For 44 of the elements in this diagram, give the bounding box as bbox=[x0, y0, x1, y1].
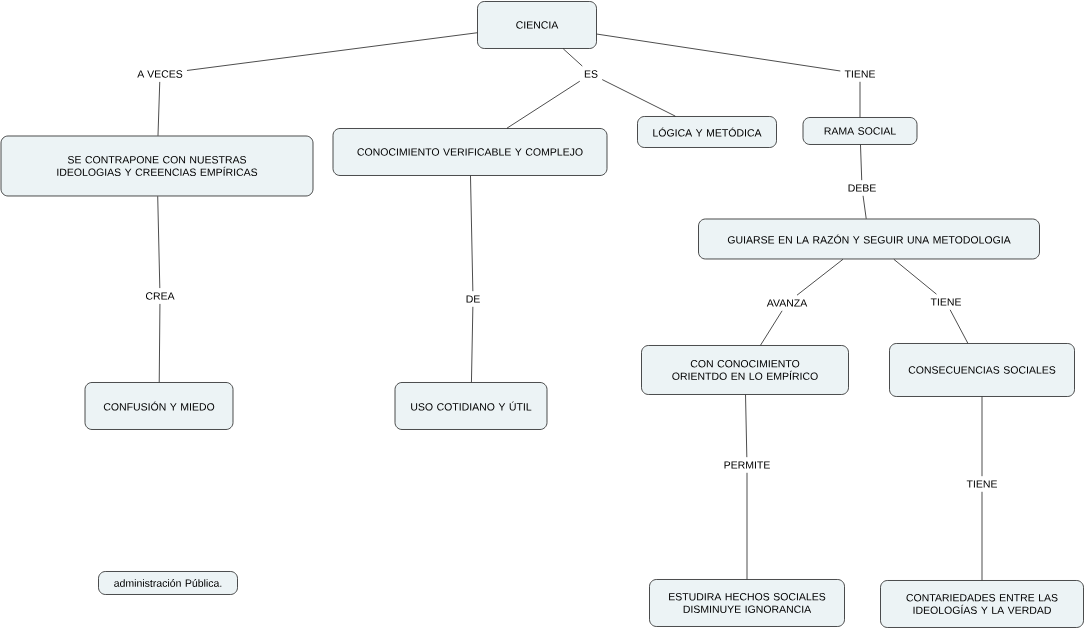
linking-phrase: DEBE bbox=[848, 184, 876, 192]
concept-box: ESTUDIRA HECHOS SOCIALES DISMINUYE IGNORANCIA bbox=[649, 579, 845, 627]
connector-line bbox=[601, 79, 676, 117]
connector-line bbox=[981, 396, 983, 477]
concept-box: CIENCIA bbox=[477, 1, 597, 49]
connector-line bbox=[157, 196, 161, 289]
connector-line bbox=[562, 48, 583, 67]
connector-line bbox=[596, 33, 841, 72]
connector-line bbox=[157, 81, 161, 136]
concept-box: CONSECUENCIAS SOCIALES bbox=[889, 343, 1075, 397]
linking-phrase: TIENE bbox=[844, 70, 875, 78]
linking-phrase: PERMITE bbox=[724, 461, 770, 469]
connector-line bbox=[949, 309, 969, 344]
linking-phrase: AVANZA bbox=[766, 299, 808, 307]
connector-line bbox=[746, 472, 748, 580]
connector-line bbox=[760, 310, 783, 346]
linking-phrase: ES bbox=[584, 70, 598, 78]
linking-phrase: CREA bbox=[145, 292, 175, 300]
concept-box: SE CONTRAPONE CON NUESTRAS IDEOLOGIAS Y CREENCIAS EMPÍRICAS bbox=[0, 135, 314, 197]
connector-line bbox=[893, 259, 937, 295]
connector-line bbox=[186, 32, 478, 71]
connector-line bbox=[471, 306, 474, 383]
concept-box: LÓGICA Y METÓDICA bbox=[637, 116, 777, 148]
concept-box: administración Pública. bbox=[98, 571, 238, 595]
concept-box: CONTARIEDADES ENTRE LAS IDEOLOGÍAS Y LA VERDAD bbox=[880, 580, 1084, 628]
linking-phrase: TIENE bbox=[966, 480, 997, 488]
concept-box: CONFUSIÓN Y MIEDO bbox=[84, 382, 234, 430]
concept-box: RAMA SOCIAL bbox=[802, 117, 918, 145]
linking-phrase: TIENE bbox=[930, 298, 961, 306]
concept-box: USO COTIDIANO Y ÚTIL bbox=[394, 382, 548, 430]
concept-box: CONOCIMIENTO VERIFICABLE Y COMPLEJO bbox=[332, 128, 608, 176]
connector-line bbox=[859, 81, 861, 118]
connector-line bbox=[745, 394, 748, 458]
connector-line bbox=[506, 80, 581, 129]
linking-phrase: DE bbox=[466, 295, 480, 303]
connector-line bbox=[158, 303, 161, 383]
concept-box: CON CONOCIMIENTO ORIENTDO EN LO EMPÍRICO bbox=[641, 345, 849, 395]
connector-line bbox=[981, 491, 983, 581]
linking-phrase: A VECES bbox=[137, 70, 183, 78]
connector-line bbox=[470, 175, 474, 292]
connector-line bbox=[796, 259, 844, 296]
connector-line bbox=[860, 144, 863, 181]
connector-line bbox=[862, 195, 867, 219]
concept-box: GUIARSE EN LA RAZÓN Y SEGUIR UNA METODOLOGIA bbox=[698, 218, 1040, 260]
